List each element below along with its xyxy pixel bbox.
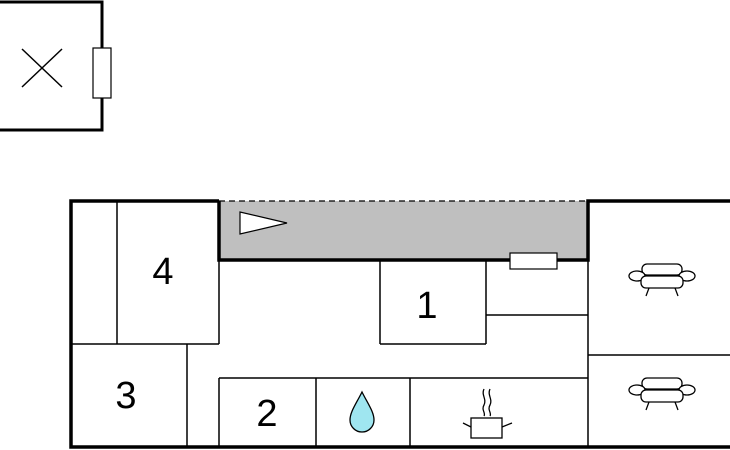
room-label-4: 4 bbox=[152, 251, 173, 293]
window-icon bbox=[509, 252, 558, 270]
x-mark-icon bbox=[21, 48, 63, 88]
sofa-icon bbox=[628, 377, 696, 411]
sofa-icon bbox=[628, 263, 696, 297]
cooking-pot-icon bbox=[462, 388, 513, 439]
triangle-arrow-icon bbox=[239, 211, 288, 235]
terrace bbox=[219, 200, 588, 260]
window-icon bbox=[92, 47, 112, 99]
room-label-2: 2 bbox=[256, 393, 277, 435]
room-label-3: 3 bbox=[115, 375, 136, 417]
water-drop-icon bbox=[349, 390, 375, 433]
detached-structure bbox=[0, 0, 112, 132]
interior-walls bbox=[71, 201, 730, 447]
room-label-1: 1 bbox=[416, 285, 437, 327]
